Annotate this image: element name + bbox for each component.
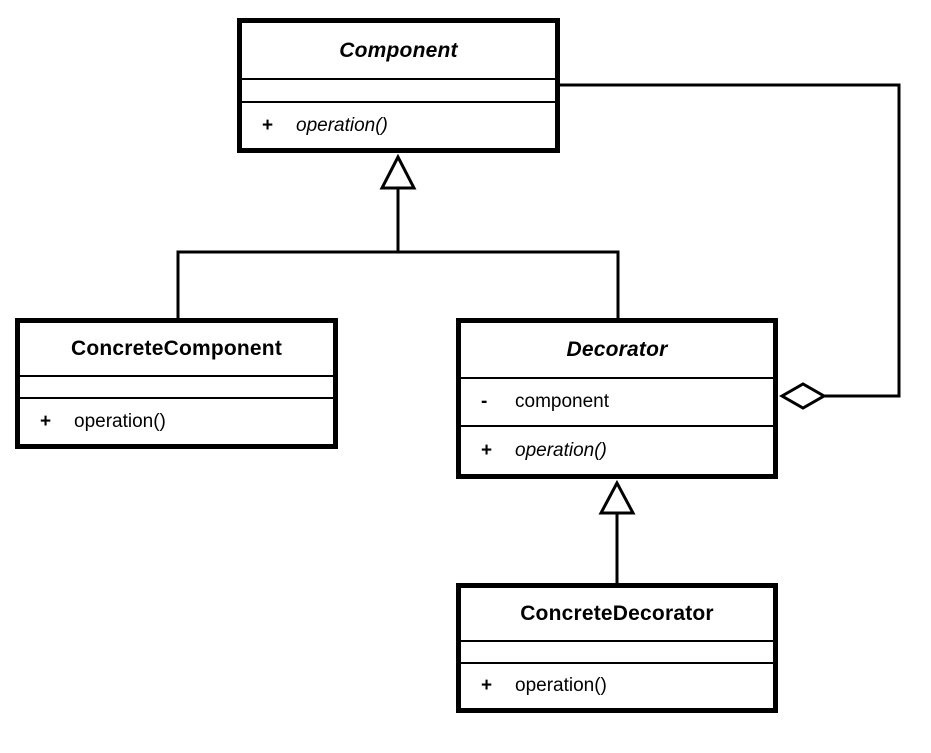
method-concrete-component-operation: + operation() xyxy=(20,411,166,433)
class-title-component: Component xyxy=(339,38,458,62)
method-name: operation() xyxy=(74,410,166,432)
aggregation-line xyxy=(560,83,901,398)
attributes-compartment-component xyxy=(242,78,555,101)
aggregation-diamond-icon xyxy=(778,382,828,410)
methods-compartment-component: + operation() xyxy=(242,101,555,148)
attributes-compartment-decorator: - component xyxy=(461,377,773,425)
method-component-operation: + operation() xyxy=(242,115,388,137)
attributes-compartment-concrete-decorator xyxy=(461,640,773,662)
class-box-decorator: Decorator - component + operation() xyxy=(456,318,778,479)
class-box-concrete-decorator: ConcreteDecorator + operation() xyxy=(456,583,778,713)
class-title-concrete-decorator: ConcreteDecorator xyxy=(520,602,714,625)
class-title-decorator: Decorator xyxy=(566,338,668,361)
method-decorator-operation: + operation() xyxy=(461,440,607,462)
methods-compartment-decorator: + operation() xyxy=(461,425,773,474)
attributes-compartment-concrete-component xyxy=(20,375,333,397)
class-box-component: Component + operation() xyxy=(237,18,560,153)
method-name: operation() xyxy=(296,114,388,136)
visibility-sign: + xyxy=(40,410,52,432)
method-name: operation() xyxy=(515,675,607,696)
generalization-arrowhead-component xyxy=(379,153,417,190)
visibility-sign: + xyxy=(481,675,493,696)
class-box-concrete-component: ConcreteComponent + operation() xyxy=(15,318,338,449)
method-name: operation() xyxy=(515,439,607,461)
generalization-line-component-branches xyxy=(176,250,620,318)
method-concrete-decorator-operation: + operation() xyxy=(461,675,607,697)
methods-compartment-concrete-component: + operation() xyxy=(20,397,333,444)
visibility-sign: - xyxy=(481,391,488,412)
attribute-decorator-component: - component xyxy=(461,391,609,413)
class-title-concrete-component: ConcreteComponent xyxy=(70,337,283,360)
visibility-sign: + xyxy=(262,114,274,136)
attribute-name: component xyxy=(515,391,610,412)
visibility-sign: + xyxy=(481,439,493,461)
generalization-arrowhead-decorator xyxy=(598,479,636,515)
methods-compartment-concrete-decorator: + operation() xyxy=(461,662,773,708)
